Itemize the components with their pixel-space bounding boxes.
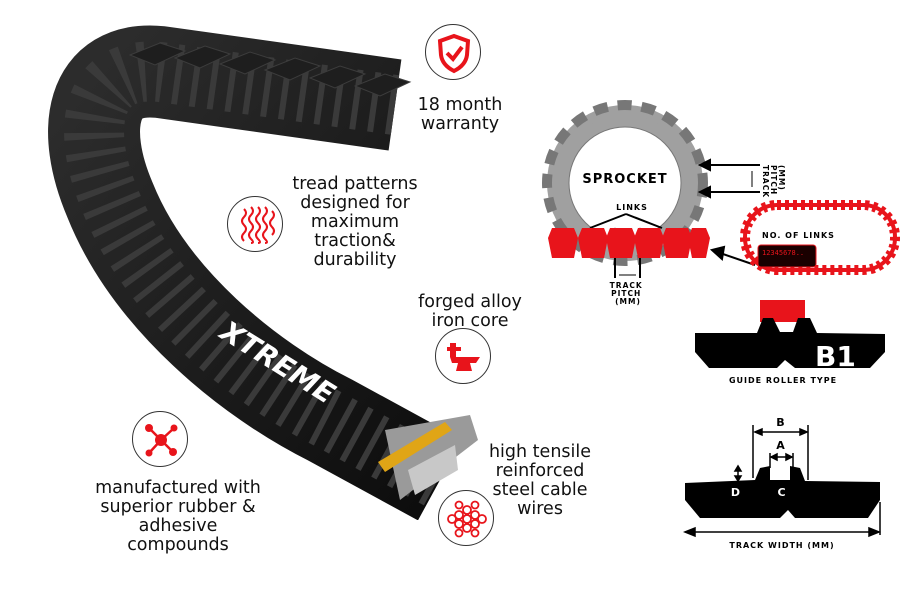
feature-line: adhesive — [138, 516, 218, 536]
wavy-lines-icon — [241, 206, 275, 244]
feature-line: reinforced — [495, 461, 585, 481]
feature-line: maximum — [310, 212, 400, 232]
label-line: TRACK — [610, 281, 643, 290]
feature-line: warranty — [420, 114, 500, 134]
feature-line: tread patterns — [292, 174, 418, 194]
shield-check-icon — [437, 33, 471, 74]
feature-line: 18 month — [417, 95, 503, 115]
feature-line: steel cable — [492, 480, 588, 500]
track-pitch-bottom-label: TRACK PITCH (MM) — [610, 281, 647, 306]
feature-line: manufactured with — [95, 478, 261, 498]
label-line: (MM) — [777, 165, 786, 191]
feature-cable: high tensile reinforced steel cable wire… — [475, 443, 605, 519]
dimension-label-a: A — [776, 439, 786, 452]
rubber-icon-badge — [132, 411, 188, 467]
feature-line: traction& — [314, 231, 396, 251]
sprocket-gear — [542, 100, 708, 266]
guide-roller-type-code: B1 — [815, 340, 856, 373]
feature-line: designed for — [300, 193, 410, 213]
rubber-track-illustration: XTREME — [48, 25, 478, 520]
feature-line: iron core — [431, 311, 509, 331]
feature-line: superior rubber & — [100, 497, 256, 517]
molecule-icon — [145, 424, 178, 457]
track-width-caption: TRACK WIDTH (MM) — [729, 541, 834, 550]
tread-icon-badge — [227, 196, 283, 252]
cable-icon-badge — [438, 490, 494, 546]
no-of-links-label: NO. OF LINKS — [762, 231, 835, 240]
sprocket-label: SPROCKET — [582, 172, 667, 187]
anvil-icon — [447, 343, 480, 371]
track-loop — [740, 200, 900, 275]
sprocket-diagram: SPROCKET LINKS TRACK PITCH (MM) TRACK PI… — [542, 100, 900, 306]
feature-line: high tensile — [488, 442, 592, 462]
feature-warranty: 18 month warranty — [395, 96, 525, 134]
warranty-icon-badge — [425, 24, 481, 80]
feature-core: forged alloy iron core — [400, 293, 540, 331]
feature-line: wires — [517, 499, 563, 519]
dimension-label-c: C — [777, 486, 786, 499]
cable-strands-icon — [447, 500, 487, 538]
dimension-label-d: D — [731, 486, 741, 499]
feature-line: compounds — [127, 535, 229, 555]
feature-rubber: manufactured with superior rubber & adhe… — [78, 479, 278, 555]
track-links-strip — [548, 228, 710, 258]
label-line: PITCH — [611, 289, 641, 298]
label-line: (MM) — [615, 297, 641, 306]
track-dimension-diagram: B A D C TRACK WIDTH (MM) — [682, 416, 882, 550]
guide-roller-caption: GUIDE ROLLER TYPE — [729, 376, 837, 385]
steel-core-section — [378, 415, 478, 500]
feature-line: forged alloy — [418, 292, 522, 312]
feature-line: durability — [313, 250, 397, 270]
link-numbers: 12345678.. — [762, 249, 804, 257]
feature-tread: tread patterns designed for maximum trac… — [275, 175, 435, 270]
core-icon-badge — [435, 328, 491, 384]
links-label: LINKS — [616, 203, 648, 212]
guide-roller-diagram: B1 GUIDE ROLLER TYPE — [695, 300, 885, 385]
track-pitch-side-label: TRACK PITCH (MM) — [761, 165, 786, 202]
label-line: PITCH — [769, 165, 778, 195]
label-line: TRACK — [761, 165, 770, 198]
dimension-label-b: B — [776, 416, 785, 429]
